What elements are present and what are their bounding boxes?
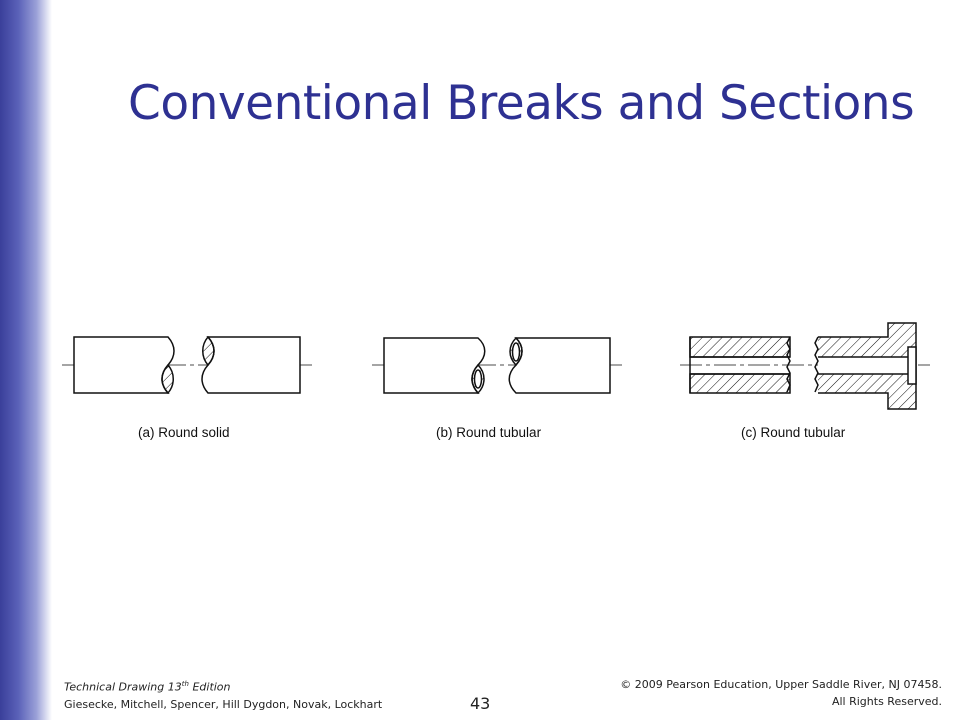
caption-round-tubular-b: (b) Round tubular [436,425,542,440]
book-title-suffix: Edition [188,680,231,694]
footer-book-info: Technical Drawing 13th Edition Giesecke,… [64,676,382,713]
round-tubular-section-drawing [680,322,930,410]
round-tubular-drawing [372,336,622,395]
slide-title: Conventional Breaks and Sections [128,76,915,131]
round-solid-drawing [62,335,312,395]
left-accent-bar [0,0,52,720]
page-number: 43 [470,694,491,713]
edition-superscript: th [181,680,189,688]
caption-round-solid: (a) Round solid [138,425,230,440]
book-title-text: Technical Drawing 13 [64,680,182,694]
book-title: Technical Drawing 13th Edition [64,676,382,696]
book-authors: Giesecke, Mitchell, Spencer, Hill Dygdon… [64,697,383,711]
footer-copyright: © 2009 Pearson Education, Upper Saddle R… [620,676,942,710]
caption-round-tubular-c: (c) Round tubular [741,425,846,440]
copyright-line: © 2009 Pearson Education, Upper Saddle R… [620,678,942,691]
rights-line: All Rights Reserved. [831,695,942,708]
